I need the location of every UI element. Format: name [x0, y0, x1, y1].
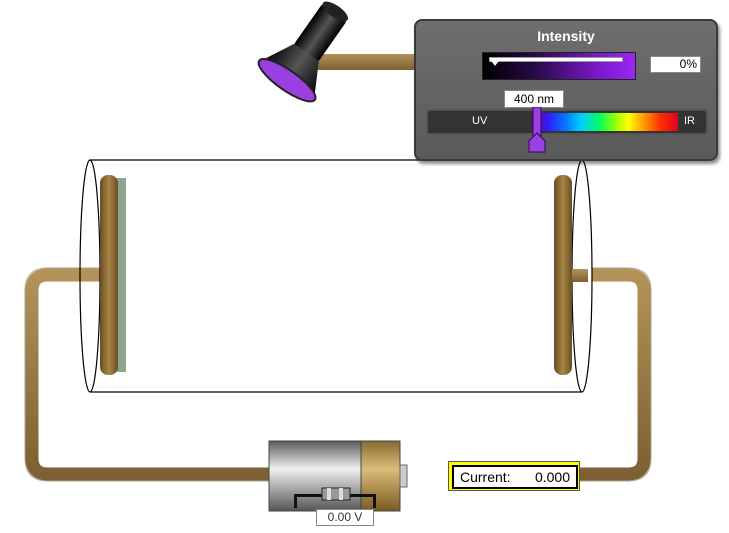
- wavelength-thumb-icon[interactable]: [528, 107, 546, 153]
- intensity-slider-groove: [489, 57, 623, 62]
- intensity-title: Intensity: [537, 28, 595, 44]
- light-control-panel: Intensity 0% 400 nm UV IR: [414, 19, 718, 161]
- wavelength-value-field[interactable]: 400 nm: [504, 90, 564, 108]
- current-value: 0.000: [534, 469, 570, 485]
- battery-icon[interactable]: [268, 440, 408, 512]
- current-meter: Current: 0.000: [448, 461, 580, 491]
- collector-plate: [554, 175, 572, 375]
- current-label: Current:: [460, 469, 511, 485]
- target-plate: [100, 175, 126, 375]
- intensity-slider[interactable]: [482, 52, 636, 80]
- circuit-wire: [25, 268, 651, 481]
- wavelength-spectrum-slider[interactable]: UV IR: [426, 109, 708, 135]
- intensity-value-field[interactable]: 0%: [650, 56, 701, 73]
- lamp-icon[interactable]: [253, 0, 366, 108]
- ir-label: IR: [684, 115, 695, 127]
- vacuum-tube: [79, 159, 593, 393]
- uv-label: UV: [472, 115, 488, 127]
- slider-thumb-icon[interactable]: [489, 58, 501, 66]
- lamp-arm: [318, 54, 416, 70]
- spectrum-gradient: [532, 113, 678, 131]
- current-readout: Current: 0.000: [452, 465, 578, 489]
- voltage-value-field[interactable]: 0.00 V: [316, 509, 374, 526]
